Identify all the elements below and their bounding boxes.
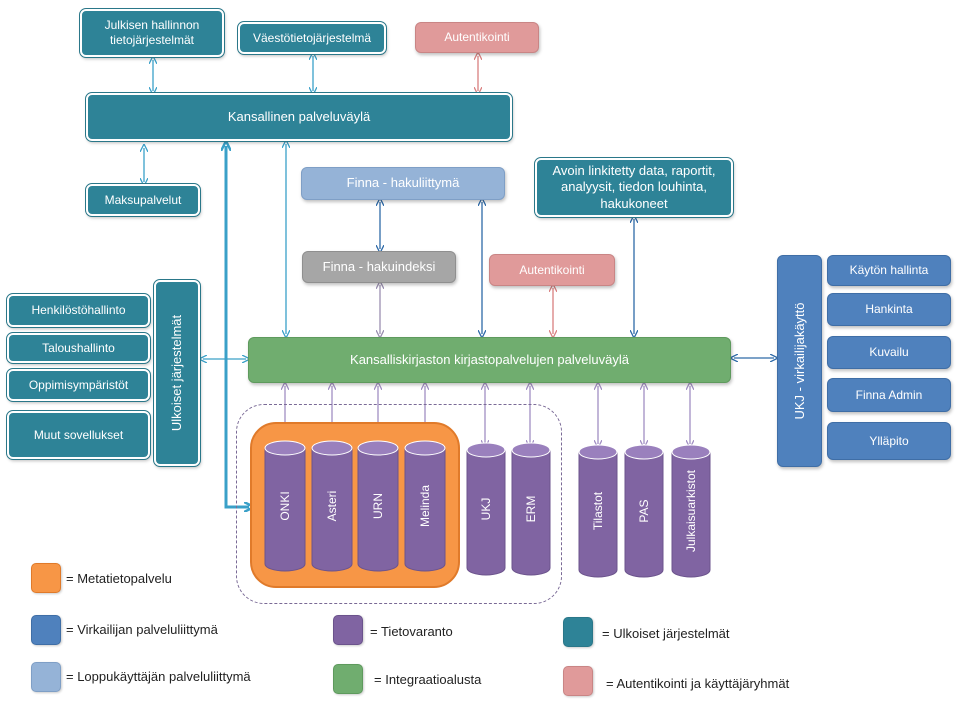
cylinder-asteri: Asteri [311, 440, 353, 572]
legend-tietovaranto: = Tietovaranto [370, 624, 453, 639]
legend-loppukayttajan: = Loppukäyttäjän palveluliittymä [66, 669, 251, 684]
right-item: Käytön hallinta [827, 255, 951, 286]
left-system-label: Oppimisympäristöt [28, 377, 129, 392]
right-item: Ylläpito [827, 422, 951, 460]
vaestotieto-label: Väestötietojärjestelmä [252, 30, 372, 45]
finna-hakuliittyma-label: Finna - hakuliittymä [346, 175, 460, 191]
cylinder-shape [671, 444, 711, 578]
autentikointi-mid-label: Autentikointi [519, 262, 585, 277]
cylinder-shape [357, 440, 399, 572]
cylinder-label: ONKI [278, 491, 292, 521]
autentikointi-top-box: Autentikointi [415, 22, 539, 53]
ukj-virkailija-label: UKJ - virkailijakäyttö [791, 302, 807, 420]
right-item-label: Hankinta [865, 302, 913, 316]
finna-hakuindeksi-box: Finna - hakuindeksi [302, 251, 456, 283]
finna-hakuindeksi-label: Finna - hakuindeksi [322, 258, 436, 274]
cylinder-label: Asteri [325, 490, 339, 522]
kansallinen-palveluvayla-label: Kansallinen palveluväylä [227, 108, 371, 124]
cylinder-shape [578, 444, 618, 578]
cylinder-shape [466, 442, 506, 576]
avoin-data-box: Avoin linkitetty data, raportit, analyys… [534, 157, 734, 218]
avoin-data-label: Avoin linkitetty data, raportit, analyys… [552, 163, 716, 211]
legend-virkailijan: = Virkailijan palveluliittymä [66, 622, 218, 637]
right-item-label: Käytön hallinta [849, 263, 929, 277]
autentikointi-mid-box: Autentikointi [489, 254, 615, 286]
cylinder-ukj: UKJ [466, 442, 506, 576]
cylinder-shape [311, 440, 353, 572]
legend-swatch-teal [563, 617, 593, 647]
finna-hakuliittyma-box: Finna - hakuliittymä [301, 167, 505, 200]
thick-arrow-kansallinen-metatieto [226, 146, 249, 507]
cylinder-shape [624, 444, 664, 578]
cylinder-urn: URN [357, 440, 399, 572]
tietovaranto-group-frame [236, 404, 562, 604]
legend-swatch-light-blue [31, 662, 61, 692]
legend-swatch-pink [563, 666, 593, 696]
maksupalvelut-box: Maksupalvelut [85, 183, 201, 217]
cylinder-label: PAS [637, 499, 651, 523]
cylinder-shape [264, 440, 306, 572]
right-item-label: Finna Admin [855, 387, 923, 402]
left-system-item: Henkilöstöhallinto [6, 293, 151, 328]
vaestotieto-box: Väestötietojärjestelmä [237, 21, 387, 55]
legend-swatch-blue [31, 615, 61, 645]
left-system-item: Oppimisympäristöt [6, 368, 151, 402]
left-system-item: Muut sovellukset [6, 410, 151, 460]
cylinder-pas: PAS [624, 444, 664, 578]
right-item: Finna Admin [827, 378, 951, 412]
right-item: Hankinta [827, 293, 951, 326]
legend-metatietopalvelu: = Metatietopalvelu [66, 571, 172, 586]
left-system-label: Taloushallinto [42, 340, 115, 355]
cylinder-melinda: Melinda [404, 440, 446, 572]
cylinder-tilastot: Tilastot [578, 444, 618, 578]
cylinder-label: Tilastot [591, 491, 605, 531]
ulkoiset-jarjestelmat-vertical: Ulkoiset järjestelmät [153, 279, 201, 467]
legend-integraatioalusta: = Integraatioalusta [374, 672, 482, 687]
legend-ulkoiset: = Ulkoiset järjestelmät [602, 626, 730, 641]
legend-swatch-green [333, 664, 363, 694]
ulkoiset-jarjestelmat-label: Ulkoiset järjestelmät [168, 314, 184, 432]
cylinder-onki: ONKI [264, 440, 306, 572]
legend-autentikointi: = Autentikointi ja käyttäjäryhmät [606, 676, 790, 691]
legend-swatch-orange [31, 563, 61, 593]
maksupalvelut-label: Maksupalvelut [104, 192, 182, 207]
kirjasto-palveluvayla-label: Kansalliskirjaston kirjastopalvelujen pa… [350, 351, 629, 367]
right-item-label: Ylläpito [869, 433, 909, 448]
cylinder-label: Melinda [418, 484, 432, 528]
right-item-label: Kuvailu [869, 345, 909, 359]
legend-swatch-purple [333, 615, 363, 645]
cylinder-julkaisuarkistot: Julkaisuarkistot [671, 444, 711, 578]
left-system-label: Henkilöstöhallinto [31, 303, 126, 317]
ukj-virkailija-vertical: UKJ - virkailijakäyttö [777, 255, 822, 467]
julkisen-hallinnon-box: Julkisen hallinnon tietojärjestelmät [79, 8, 225, 58]
left-system-label: Muut sovellukset [33, 427, 124, 442]
cylinder-label: URN [371, 493, 385, 519]
kansallinen-palveluvayla-box: Kansallinen palveluväylä [85, 92, 513, 142]
cylinder-shape [404, 440, 446, 572]
autentikointi-top-label: Autentikointi [444, 30, 510, 44]
cylinder-shape [511, 442, 551, 576]
julkisen-hallinnon-label: Julkisen hallinnon tietojärjestelmät [104, 18, 200, 47]
cylinder-erm: ERM [511, 442, 551, 576]
left-system-item: Taloushallinto [6, 332, 151, 364]
cylinder-label: Julkaisuarkistot [684, 469, 698, 553]
cylinder-label: UKJ [479, 497, 493, 521]
kirjasto-palveluvayla-box: Kansalliskirjaston kirjastopalvelujen pa… [248, 337, 731, 383]
right-item: Kuvailu [827, 336, 951, 369]
cylinder-label: ERM [524, 495, 538, 523]
